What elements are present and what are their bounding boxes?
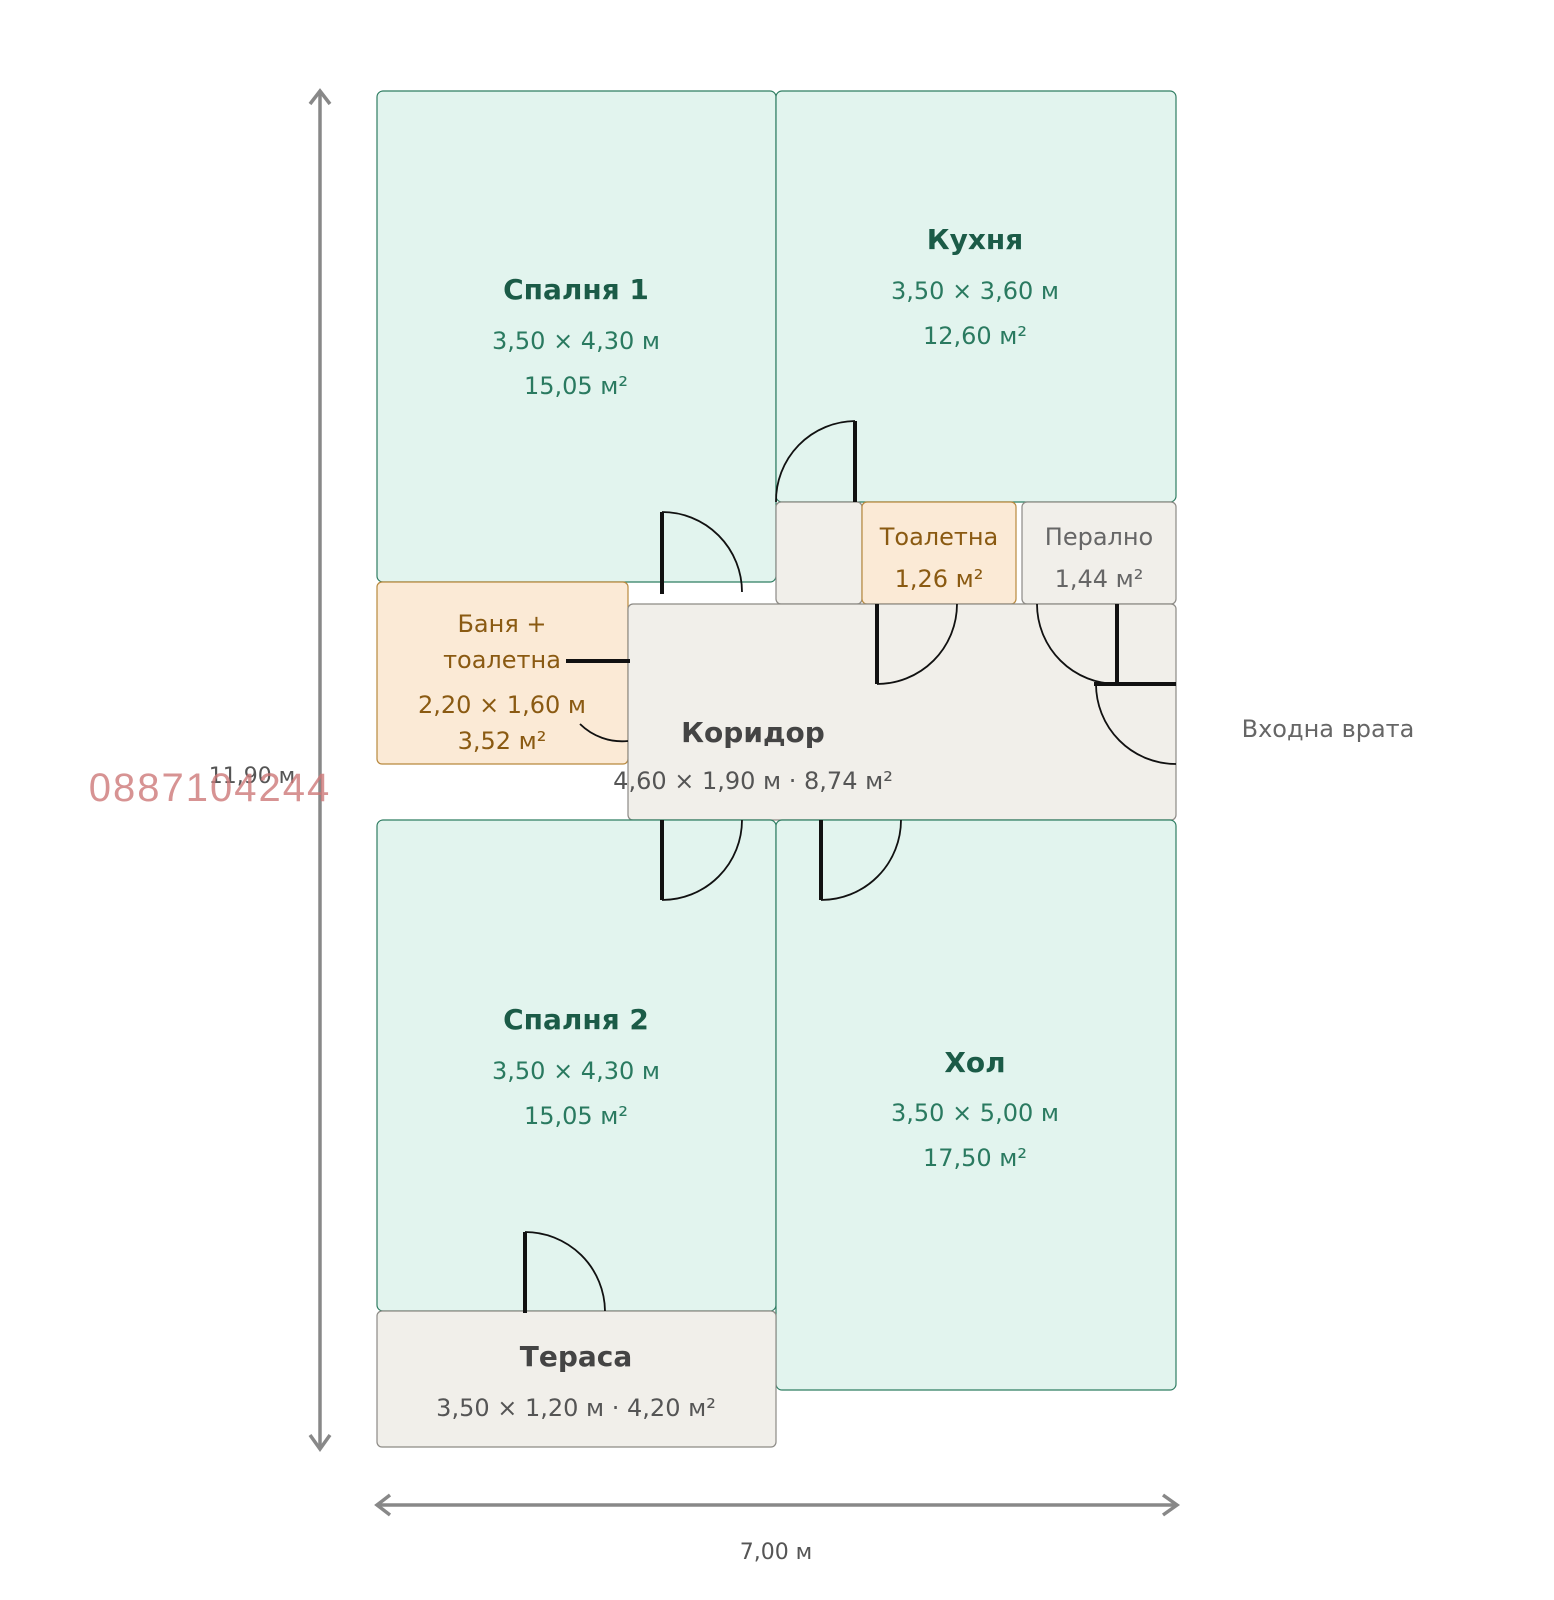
width-dimension-line	[374, 1493, 1181, 1517]
kitchen-area: 12,60 м²	[923, 322, 1027, 350]
laundry-area: 1,44 м²	[1055, 565, 1144, 593]
bedroom-2-area: 15,05 м²	[524, 1102, 628, 1130]
door-living	[819, 819, 902, 901]
door-bedroom-1	[660, 511, 743, 594]
door-entrance	[1094, 682, 1177, 765]
toilet-area: 1,26 м²	[895, 565, 984, 593]
bedroom-1-dims: 3,50 × 4,30 м	[492, 327, 660, 355]
bathroom-area: 3,52 м²	[458, 727, 547, 755]
phone-watermark: 0887104244	[89, 766, 331, 810]
bedroom-2-name: Спалня 2	[503, 1003, 649, 1036]
living-area: 17,50 м²	[923, 1144, 1027, 1172]
width-dimension-label: 7,00 м	[740, 1540, 813, 1565]
door-bedroom-2	[660, 819, 743, 901]
door-toilet	[875, 603, 958, 685]
door-kitchen	[775, 420, 857, 503]
bedroom-2-dims: 3,50 × 4,30 м	[492, 1057, 660, 1085]
kitchen-name: Кухня	[927, 223, 1024, 256]
bedroom-1-area: 15,05 м²	[524, 372, 628, 400]
bathroom-name-line2: тоалетна	[443, 646, 561, 674]
corridor-name: Коридор	[681, 716, 825, 749]
height-dimension-line	[308, 88, 332, 1453]
kitchen-dims: 3,50 × 3,60 м	[891, 277, 1059, 305]
room-terrace	[376, 1310, 777, 1448]
room-living	[775, 819, 1177, 1391]
room-closet	[775, 501, 863, 605]
toilet-name: Тоалетна	[879, 523, 999, 551]
terrace-info: 3,50 × 1,20 м · 4,20 м²	[436, 1394, 716, 1422]
bathroom-dims: 2,20 × 1,60 м	[418, 691, 586, 719]
bathroom-name-line1: Баня +	[457, 610, 546, 638]
living-dims: 3,50 × 5,00 м	[891, 1099, 1059, 1127]
corridor-info: 4,60 × 1,90 м · 8,74 м²	[613, 767, 893, 795]
entrance-label: Входна врата	[1242, 715, 1415, 743]
door-bathroom	[566, 659, 630, 743]
terrace-name: Тераса	[520, 1340, 633, 1373]
living-name: Хол	[944, 1046, 1005, 1079]
height-dimension-label: 11,90 м	[209, 764, 296, 789]
laundry-name: Перално	[1045, 523, 1153, 551]
door-terrace	[523, 1231, 606, 1313]
bedroom-1-name: Спалня 1	[503, 273, 649, 306]
